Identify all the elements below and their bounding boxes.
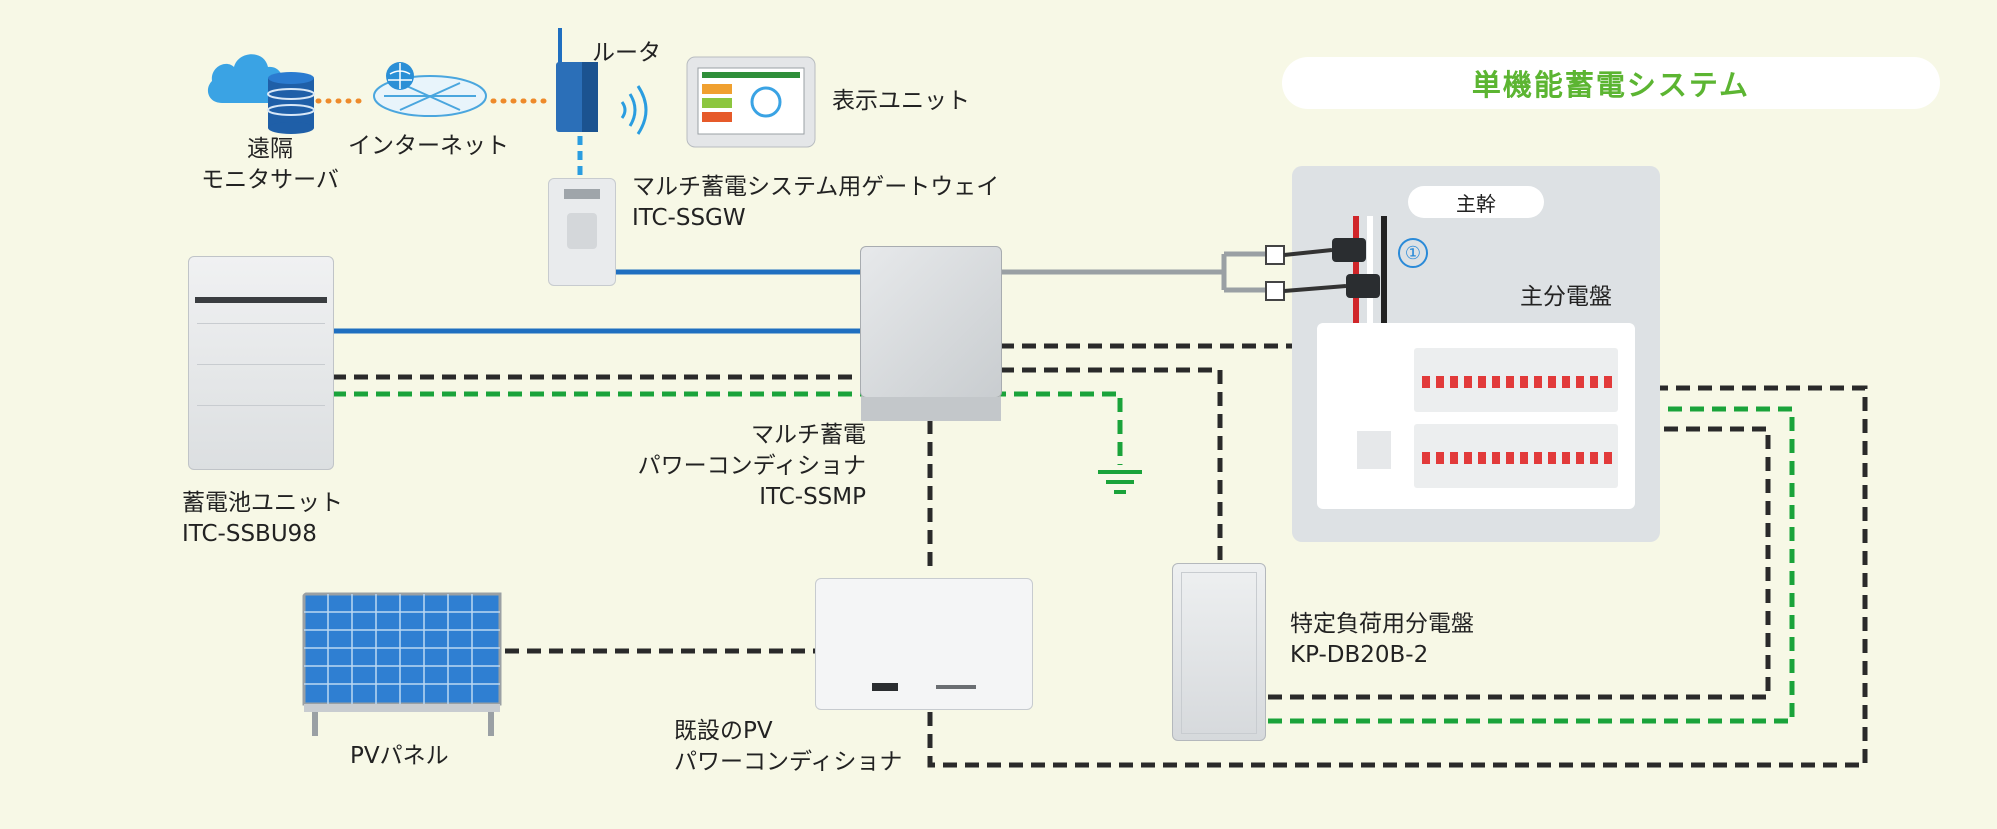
ct-sensor-icon	[1265, 238, 1380, 301]
main-panel-label: 主分電盤	[1520, 284, 1612, 310]
multi-pcs-unit	[860, 246, 1002, 421]
battery-label: 蓄電池ユニット ITC-SSBU98	[182, 488, 343, 550]
power-bottom-loop	[927, 385, 1868, 768]
database-icon	[267, 72, 315, 134]
globe-icon	[373, 62, 487, 117]
battery-model: ITC-SSBU98	[182, 521, 317, 547]
pv-pcs-name-1: 既設のPV	[674, 718, 773, 744]
pv-pcs-unit	[815, 578, 1033, 710]
pv-pcs-label: 既設のPV パワーコンディショナ	[674, 716, 902, 778]
main-trunk-label: 主幹	[1408, 186, 1544, 218]
battery-unit	[188, 256, 334, 470]
ground-icon	[1098, 470, 1142, 494]
battery-name: 蓄電池ユニット	[182, 490, 343, 516]
pcs-label: マルチ蓄電 パワーコンディショナ ITC-SSMP	[600, 420, 866, 513]
pv-panel-label: PVパネル	[350, 743, 449, 769]
specific-panel-model: KP-DB20B-2	[1290, 642, 1429, 668]
gateway-model: ITC-SSGW	[632, 205, 746, 231]
specific-panel-label: 特定負荷用分電盤 KP-DB20B-2	[1290, 609, 1474, 671]
remote-server-line1: 遠隔	[247, 136, 293, 162]
breakers	[1422, 376, 1612, 464]
wifi-icon	[620, 85, 648, 135]
internet-label: インターネット	[348, 133, 509, 159]
pv-panel	[302, 592, 502, 736]
power-specific-main	[1268, 426, 1771, 700]
router-label: ルータ	[592, 40, 661, 66]
tablet-icon	[686, 56, 816, 148]
gateway-name: マルチ蓄電システム用ゲートウェイ	[632, 174, 1000, 200]
pcs-name-1: マルチ蓄電	[751, 422, 866, 448]
diagram-title: 単機能蓄電システム	[1282, 57, 1940, 109]
gateway-label: マルチ蓄電システム用ゲートウェイ ITC-SSGW	[632, 172, 999, 234]
cloud-icon	[207, 54, 284, 103]
power-pcs-specific	[1000, 367, 1223, 563]
router-icon	[556, 28, 598, 132]
pv-pcs-name-2: パワーコンディショナ	[674, 749, 903, 775]
pcs-model: ITC-SSMP	[759, 484, 866, 510]
pcs-name-2: パワーコンディショナ	[637, 453, 866, 479]
specific-load-panel	[1172, 563, 1266, 741]
ground-specific-main	[1268, 406, 1795, 724]
ct-number-badge: ①	[1398, 238, 1428, 268]
remote-server-line2: モニタサーバ	[201, 167, 339, 193]
display-unit-label: 表示ユニット	[832, 88, 970, 114]
remote-server-label: 遠隔 モニタサーバ	[190, 134, 350, 196]
specific-panel-name: 特定負荷用分電盤	[1290, 611, 1474, 637]
gateway-device	[548, 178, 616, 286]
